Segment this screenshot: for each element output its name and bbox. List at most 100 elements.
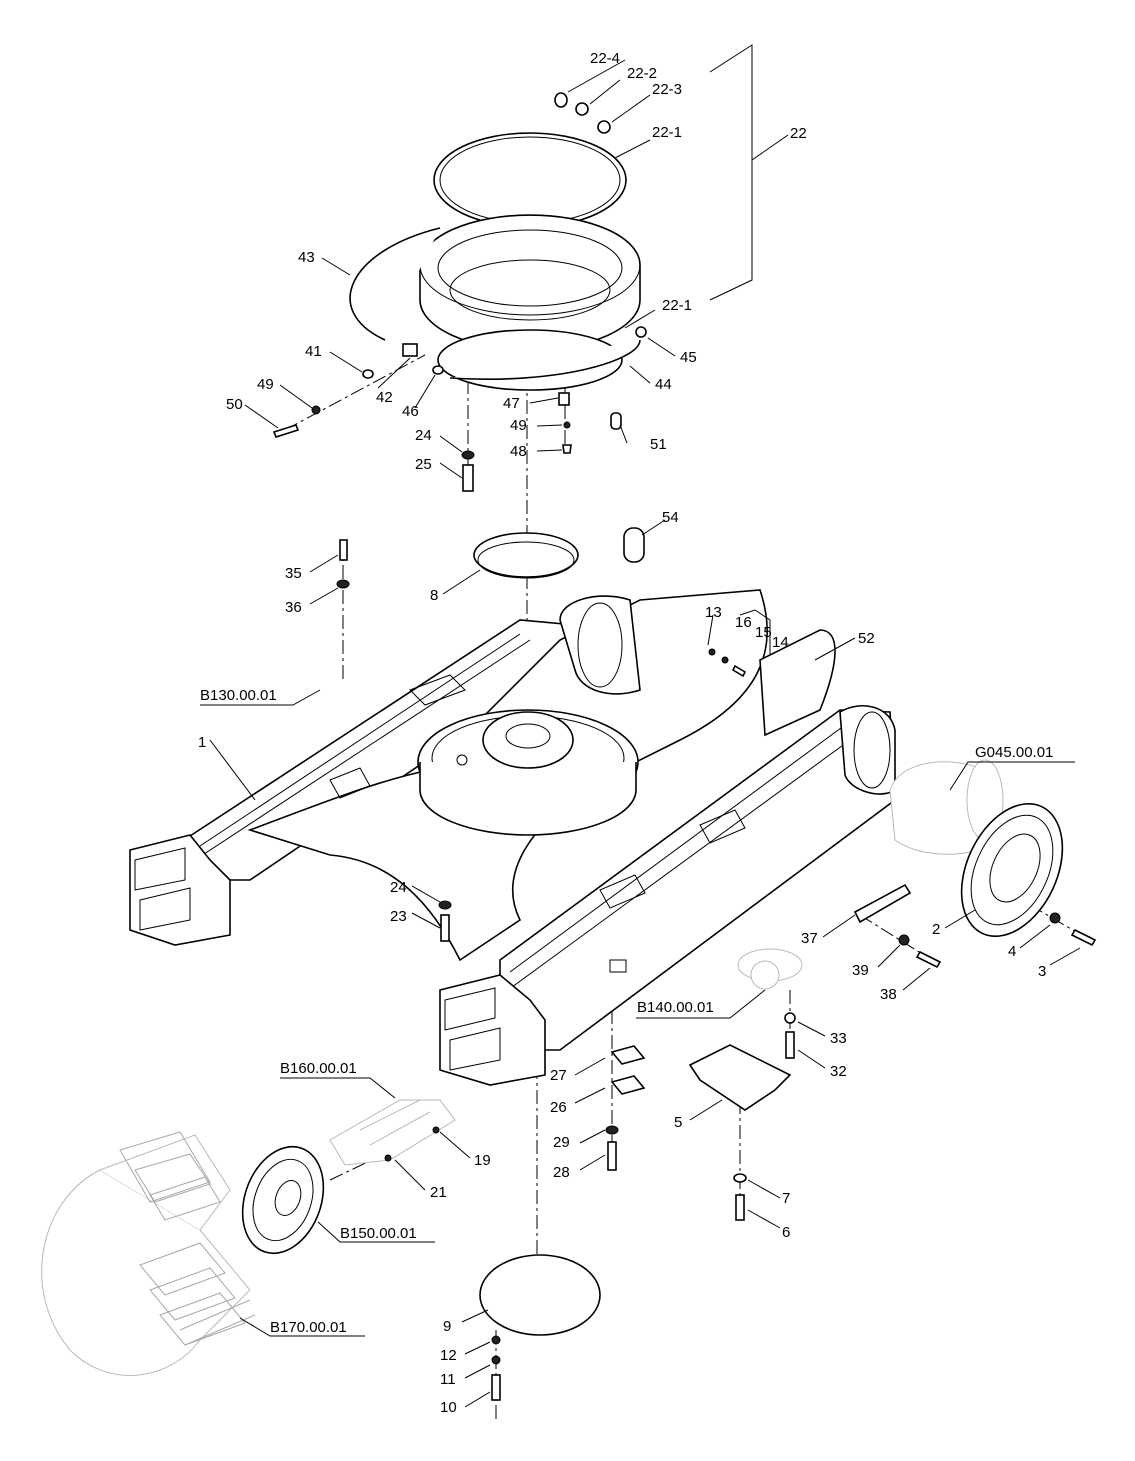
label-23: 23 — [390, 908, 407, 925]
label-32: 32 — [830, 1063, 847, 1080]
lower-frame — [129, 589, 896, 1086]
label-14: 14 — [772, 634, 789, 651]
label-51: 51 — [650, 436, 667, 453]
label-37: 37 — [801, 930, 818, 947]
washer-11 — [491, 1355, 501, 1365]
part-22-4 — [554, 92, 568, 108]
label-22-1b: 22-1 — [662, 297, 692, 314]
bolt-48 — [562, 444, 572, 454]
grease-hose-43 — [349, 227, 441, 341]
idler-spring — [329, 1099, 456, 1166]
label-11: 11 — [440, 1371, 456, 1388]
label-26: 26 — [550, 1099, 567, 1116]
washer-29 — [605, 1125, 619, 1135]
bolt-28 — [607, 1141, 617, 1171]
bracket-42 — [402, 343, 418, 357]
bolt-10 — [491, 1374, 501, 1401]
label-12: 12 — [440, 1347, 457, 1364]
track-chain-ghost — [41, 1131, 256, 1376]
part-22-3 — [597, 120, 611, 134]
idler-wheel — [241, 1145, 325, 1255]
label-39: 39 — [852, 962, 869, 979]
bolt-32 — [785, 1031, 795, 1059]
label-48: 48 — [510, 443, 527, 460]
label-44: 44 — [655, 376, 672, 393]
washer-24-upper — [461, 450, 475, 460]
washer-49b — [563, 421, 571, 429]
ref-b150: B150.00.01 — [340, 1225, 417, 1242]
cover-9 — [479, 1254, 601, 1336]
plate-26 — [610, 1075, 646, 1095]
ref-b160: B160.00.01 — [280, 1060, 357, 1077]
washer-15 — [721, 656, 729, 664]
label-7: 7 — [782, 1190, 790, 1207]
label-16: 16 — [735, 614, 752, 631]
washer-16 — [708, 648, 716, 656]
label-35: 35 — [285, 565, 302, 582]
washer-12 — [491, 1335, 501, 1345]
plate-27 — [610, 1045, 646, 1065]
label-1: 1 — [198, 734, 206, 751]
bolt-14 — [731, 664, 747, 678]
bolt-3 — [1070, 928, 1097, 947]
pin-21 — [384, 1154, 392, 1162]
cover-plate-52 — [759, 629, 836, 737]
seal-ring-8 — [473, 532, 579, 578]
label-24: 24 — [415, 427, 432, 444]
label-29: 29 — [553, 1134, 570, 1151]
guard-37 — [853, 883, 912, 924]
label-42: 42 — [376, 389, 393, 406]
label-22-1: 22-1 — [652, 124, 682, 141]
axis-bolt-50 — [284, 354, 426, 431]
label-21: 21 — [430, 1184, 447, 1201]
label-45: 45 — [680, 349, 697, 366]
label-22-2: 22-2 — [627, 65, 657, 82]
label-54: 54 — [662, 509, 679, 526]
label-4: 4 — [1008, 943, 1016, 960]
fitting-45 — [635, 326, 647, 338]
label-24b: 24 — [390, 879, 407, 896]
part-22-2 — [575, 102, 589, 116]
fitting-46 — [432, 365, 444, 375]
pin-19 — [432, 1126, 440, 1134]
label-15: 15 — [755, 624, 772, 641]
slewing-ring-assembly — [272, 92, 647, 492]
label-9: 9 — [443, 1318, 451, 1335]
label-22-3: 22-3 — [652, 81, 682, 98]
label-8: 8 — [430, 587, 438, 604]
ref-b130: B130.00.01 — [200, 687, 277, 704]
washer-36 — [336, 579, 350, 589]
label-28: 28 — [553, 1164, 570, 1181]
label-13: 13 — [705, 604, 722, 621]
washer-7 — [733, 1173, 747, 1183]
bolt-6 — [735, 1194, 745, 1221]
seal-54 — [623, 527, 645, 563]
pin-51 — [610, 412, 622, 430]
axis-bolt-38 — [859, 914, 936, 963]
label-3: 3 — [1038, 963, 1046, 980]
bolt-50 — [272, 424, 300, 438]
label-25: 25 — [415, 456, 432, 473]
label-5: 5 — [674, 1114, 682, 1131]
label-2: 2 — [932, 921, 940, 938]
label-22-4: 22-4 — [590, 50, 620, 67]
bolt-38 — [915, 950, 942, 969]
ref-g045: G045.00.01 — [975, 744, 1053, 761]
callout-labels: 22-4 22-2 22-3 22-1 22 43 22-1 41 42 45 … — [198, 50, 1046, 1416]
grease-hose-44 — [449, 339, 641, 380]
washer-33 — [784, 1012, 796, 1024]
carrier-roller — [737, 948, 803, 990]
washer-4 — [1049, 912, 1061, 924]
bracket-5 — [688, 1044, 792, 1111]
leader-lines — [200, 44, 1081, 1408]
label-38: 38 — [880, 986, 897, 1003]
label-33: 33 — [830, 1030, 847, 1047]
label-22: 22 — [790, 125, 807, 142]
ref-b140: B140.00.01 — [637, 999, 714, 1016]
label-10: 10 — [440, 1399, 457, 1416]
label-27: 27 — [550, 1067, 567, 1084]
label-19: 19 — [474, 1152, 491, 1169]
bracket-47 — [558, 392, 570, 406]
label-36: 36 — [285, 599, 302, 616]
label-49: 49 — [257, 376, 274, 393]
